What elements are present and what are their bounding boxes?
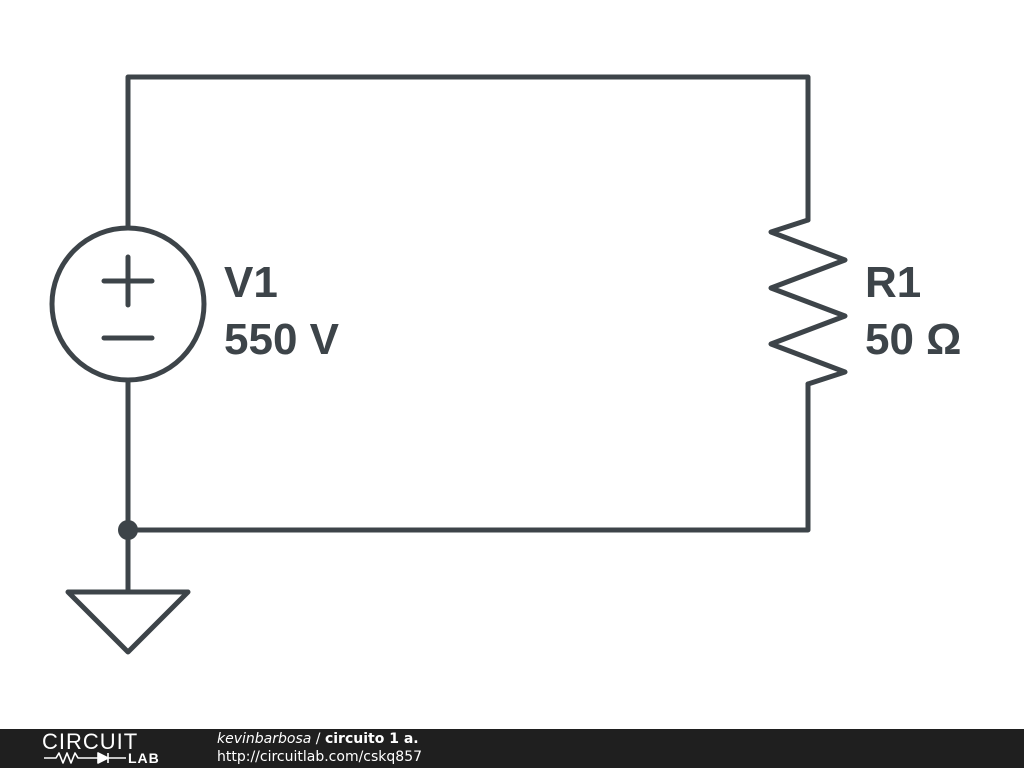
logo-text-lab: LAB: [128, 750, 160, 766]
ground-icon: [65, 589, 191, 655]
resistor-symbol: [768, 217, 848, 387]
logo-text-circuit: CIRCUIT: [42, 729, 139, 754]
circuit-info: kevinbarbosa / circuito 1 a. http://circ…: [217, 730, 422, 766]
junction-node: [118, 520, 138, 540]
circuit-title[interactable]: circuito 1 a.: [324, 731, 419, 747]
resistor-value-label: 50 Ω: [865, 315, 961, 364]
circuitlab-logo[interactable]: CIRCUIT LAB: [42, 731, 174, 767]
author-title-line: kevinbarbosa / circuito 1 a.: [217, 730, 422, 748]
resistor-diode-icon: [44, 752, 126, 764]
source-value-label: 550 V: [224, 315, 340, 364]
circuit-url[interactable]: http://circuitlab.com/cskq857: [217, 749, 423, 765]
resistor-name-label: R1: [865, 258, 921, 307]
plus-sign: [101, 254, 155, 308]
wire-left-top: [125, 74, 811, 231]
source-name-label: V1: [224, 258, 278, 307]
separator: /: [311, 731, 325, 747]
author-link[interactable]: kevinbarbosa: [217, 731, 312, 747]
voltage-source-symbol: [49, 225, 207, 383]
wire-right-bottom: [125, 381, 811, 533]
footer-bar: CIRCUIT LAB kevinbarbosa / circuito 1 a.…: [0, 729, 1024, 768]
